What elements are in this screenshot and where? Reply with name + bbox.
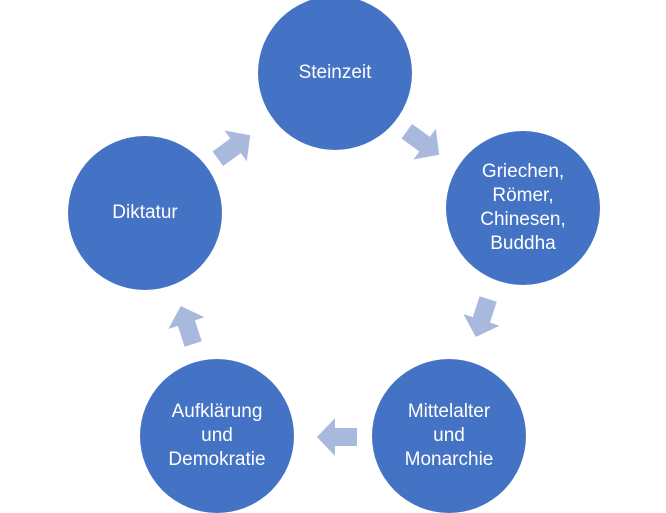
arrow-aufklaerung-to-diktatur-icon — [159, 297, 214, 352]
node-label: Steinzeit — [298, 62, 372, 83]
arrow-mittelalter-to-aufklaerung-icon — [315, 415, 359, 459]
node-label: Griechen, Römer, Chinesen, Buddha — [480, 161, 566, 254]
node-diktatur: Diktatur — [68, 136, 222, 290]
arrow-diktatur-to-steinzeit-icon — [203, 116, 264, 177]
node-steinzeit: Steinzeit — [258, 0, 412, 150]
node-mittelalter: Mittelalter und Monarchie — [372, 359, 526, 513]
node-label: Diktatur — [112, 202, 178, 223]
node-griechen: Griechen, Römer, Chinesen, Buddha — [446, 131, 600, 285]
node-label: Aufklärung und Demokratie — [168, 401, 266, 470]
arrow-steinzeit-to-griechen-icon — [392, 112, 453, 173]
node-aufklaerung: Aufklärung und Demokratie — [140, 359, 294, 513]
node-label: Mittelalter und Monarchie — [404, 401, 494, 470]
arrow-griechen-to-mittelalter-icon — [454, 290, 509, 345]
